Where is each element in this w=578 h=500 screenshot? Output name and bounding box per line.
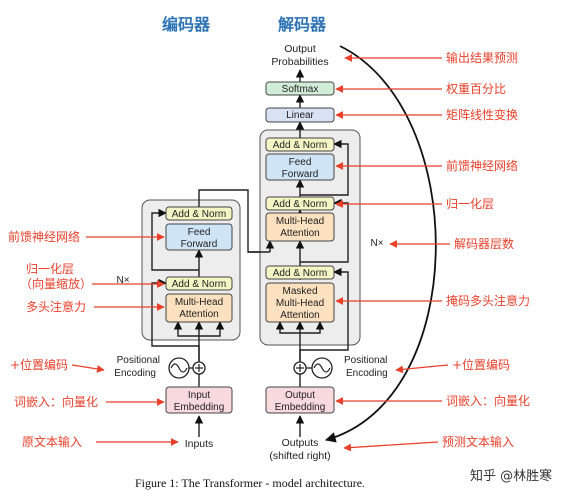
ann-left-norm-1: 归一化层	[26, 262, 74, 276]
decoder-positional-label-2: Encoding	[346, 368, 388, 379]
linear-label: Linear	[286, 110, 314, 121]
decoder-output-embedding	[265, 386, 335, 414]
ann-right-output: 输出结果预测	[446, 50, 518, 65]
encoder-add-norm-top-label: Add & Norm	[172, 209, 226, 220]
decoder-masked-label-1: Masked	[282, 286, 317, 297]
ann-right-softmax: 权重百分比	[446, 82, 506, 96]
ann-left-source: 原文本输入	[22, 434, 82, 449]
encoder-positional-label-2: Encoding	[114, 368, 156, 379]
ann-right-embed: 词嵌入：向量化	[446, 393, 530, 408]
ann-left-norm-2: （向量缩放）	[20, 276, 92, 291]
decoder-embed-label-2: Embedding	[275, 402, 326, 413]
watermark: 知乎 @林胜寒	[470, 468, 552, 484]
autoregressive-feedback-arrow	[324, 45, 437, 443]
decoder-mha-label-1: Multi-Head	[276, 216, 324, 227]
decoder-outputs-label-1: Outputs	[282, 437, 319, 449]
ann-right-predict: 预测文本输入	[442, 434, 514, 449]
ann-left-embed: 词嵌入：向量化	[14, 394, 98, 409]
decoder-multi-head-attention	[265, 212, 335, 242]
decoder-add-norm-bottom	[265, 265, 335, 280]
encoder-add-norm-top	[165, 206, 233, 221]
decoder-add-norm-middle-label: Add & Norm	[273, 199, 327, 210]
encoder-nx-label: N×	[116, 275, 129, 286]
encoder-header: 编码器	[162, 15, 211, 34]
encoder-mha-label-1: Multi-Head	[175, 297, 223, 308]
decoder-ff-label-2: Forward	[282, 169, 319, 180]
softmax-box	[265, 81, 335, 96]
ann-left-ffn: 前馈神经网络	[8, 229, 80, 244]
encoder-add-norm-bottom-label: Add & Norm	[172, 279, 226, 290]
softmax-label: Softmax	[282, 84, 319, 95]
ann-right-layers: 解码器层数	[454, 236, 514, 251]
encoder-inputs-label: Inputs	[185, 438, 214, 450]
output-label-1: Output	[284, 43, 316, 55]
ann-right-posenc: +位置编码	[452, 357, 510, 372]
ann-right-masked: 掩码多头注意力	[446, 293, 530, 308]
decoder-masked-label-3: Attention	[280, 310, 319, 321]
encoder-residual-2	[151, 208, 199, 271]
ann-left-posenc: +位置编码	[10, 357, 68, 372]
ann-right-ffn: 前馈神经网络	[446, 158, 518, 173]
linear-box	[265, 107, 335, 123]
encoder-feed-forward	[165, 223, 233, 251]
decoder-feed-forward	[265, 153, 335, 181]
decoder-nx-label: N×	[370, 238, 383, 249]
decoder-embed-label-1: Output	[285, 390, 315, 401]
ann-right-linear: 矩阵线性变换	[446, 107, 518, 122]
output-label-2: Probabilities	[271, 56, 328, 68]
decoder-add-norm-middle	[265, 196, 335, 211]
decoder-outputs-label-2: (shifted right)	[269, 450, 330, 462]
encoder-ff-label-1: Feed	[188, 227, 211, 238]
decoder-ff-label-1: Feed	[289, 157, 312, 168]
encoder-positional-label-1: Positional	[117, 355, 160, 366]
encoder-add-norm-bottom	[165, 276, 233, 291]
encoder-multi-head-attention	[165, 293, 233, 323]
decoder-add-norm-bottom-label: Add & Norm	[273, 268, 327, 279]
ann-left-multihead: 多头注意力	[26, 299, 86, 314]
ann-right-norm: 归一化层	[446, 197, 494, 211]
encoder-input-embedding	[165, 386, 233, 414]
decoder-positional-label-1: Positional	[344, 355, 387, 366]
encoder-embed-label-1: Input	[188, 390, 210, 401]
decoder-add-norm-top	[265, 137, 335, 152]
decoder-residual-3	[300, 139, 349, 196]
decoder-add-norm-top-label: Add & Norm	[273, 140, 327, 151]
figure-caption: Figure 1: The Transformer - model archit…	[135, 476, 365, 490]
decoder-mha-label-2: Attention	[280, 228, 319, 239]
encoder-ff-label-2: Forward	[181, 239, 218, 250]
encoder-mha-label-2: Attention	[179, 309, 218, 320]
decoder-header: 解码器	[278, 15, 327, 34]
encoder-embed-label-2: Embedding	[174, 402, 225, 413]
decoder-masked-label-2: Multi-Head	[276, 298, 324, 309]
decoder-masked-attention	[265, 282, 335, 323]
